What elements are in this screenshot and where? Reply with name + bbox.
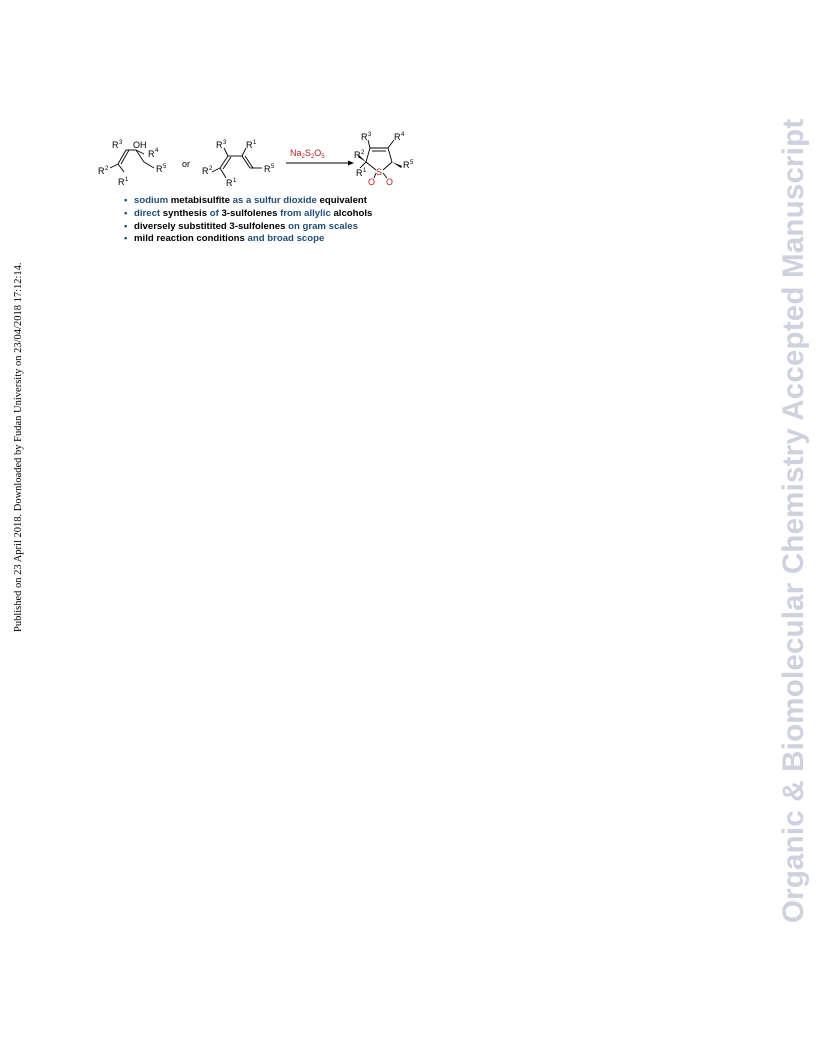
highlight-item: • sodium metabisulfite as a sulfur dioxid… — [124, 195, 372, 208]
product-r3-label: R — [361, 132, 368, 142]
sulfur-label: S — [376, 167, 382, 177]
hydroxyl-label: OH — [133, 140, 147, 150]
highlight-text: 3-sulfolenes — [221, 207, 281, 219]
product-r1-superscript: 1 — [363, 168, 367, 174]
r3-superscript: 3 — [119, 140, 123, 146]
wedge-bond-r5 — [392, 162, 402, 168]
oxygen-left-label: O — [368, 177, 375, 187]
journal-watermark: Organic & Biomolecular Chemistry Accepte… — [777, 118, 810, 923]
diene-r1-label: R — [226, 178, 233, 188]
highlight-text: sodium — [134, 195, 171, 206]
r2-superscript: 2 — [105, 166, 109, 172]
highlight-text: synthesis — [162, 207, 210, 219]
highlight-item: • direct synthesis of 3-sulfolenes from a… — [124, 208, 372, 221]
bullet-icon: • — [124, 195, 128, 206]
product-r5-label: R — [403, 160, 410, 170]
r1-superscript: 1 — [125, 177, 129, 183]
product-r3-superscript: 3 — [368, 132, 372, 138]
highlight-text: and broad scope — [247, 233, 325, 245]
highlight-text: mild reaction conditions — [134, 233, 248, 245]
product-r2-label: R — [354, 150, 361, 160]
reaction-scheme-graphic: R 3 OH R 4 R 5 R 2 R 1 or R 3 R 1 R 2 R — [98, 132, 414, 188]
diene-r2-label: R — [202, 166, 209, 176]
r5-label: R — [156, 164, 163, 174]
publication-note: Published on 23 April 2018. Downloaded b… — [13, 262, 24, 632]
highlight-text: as a sulfur dioxide — [232, 195, 320, 206]
bullet-icon: • — [124, 233, 128, 245]
wedge-bond-r2 — [358, 155, 366, 162]
highlight-text: on gram scales — [288, 220, 358, 232]
highlight-text: equivalent — [319, 195, 367, 206]
bullet-icon: • — [124, 207, 128, 219]
r4-superscript: 4 — [155, 148, 159, 154]
diene-r1-superscript: 1 — [233, 178, 237, 184]
diene-r5-label: R — [264, 164, 271, 174]
oxygen-right-label: O — [386, 177, 393, 187]
highlight-text: metabisulfite — [170, 195, 233, 206]
r5-superscript: 5 — [163, 164, 167, 170]
product-r4-label: R — [394, 132, 401, 142]
highlight-item: • diversely substitited 3-sulfolenes on g… — [124, 221, 372, 234]
product-r5-superscript: 5 — [410, 160, 414, 166]
r4-label: R — [148, 149, 155, 159]
highlight-text: of — [209, 207, 222, 219]
highlights-list: • sodium metabisulfite as a sulfur dioxid… — [124, 195, 372, 246]
highlight-text: alcohols — [333, 207, 373, 219]
r3-label: R — [112, 140, 119, 150]
highlight-text: diversely substitited 3-sulfolenes — [134, 220, 289, 232]
or-connector: or — [182, 159, 190, 169]
diene-r1-top-superscript: 1 — [253, 140, 257, 146]
r2-label: R — [98, 166, 105, 176]
highlight-text: from allylic — [280, 207, 334, 219]
r1-label: R — [118, 177, 125, 187]
product-r2-superscript: 2 — [361, 150, 365, 156]
diene-r3-superscript: 3 — [223, 140, 227, 146]
highlight-item: • mild reaction conditions and broad scop… — [124, 233, 372, 246]
highlight-text: direct — [134, 207, 163, 219]
diene-r5-superscript: 5 — [271, 164, 275, 170]
reagent-label: Na2S2O5 — [290, 148, 325, 160]
reaction-scheme: R 3 OH R 4 R 5 R 2 R 1 or R 3 R 1 R 2 R — [96, 128, 416, 198]
bullet-icon: • — [124, 220, 128, 232]
diene-r2-superscript: 2 — [209, 166, 213, 172]
product-r4-superscript: 4 — [401, 132, 405, 138]
diene-r3-label: R — [216, 140, 223, 150]
diene-r1-top-label: R — [246, 140, 253, 150]
product-r1-label: R — [356, 168, 363, 178]
reaction-arrowhead — [348, 160, 354, 166]
